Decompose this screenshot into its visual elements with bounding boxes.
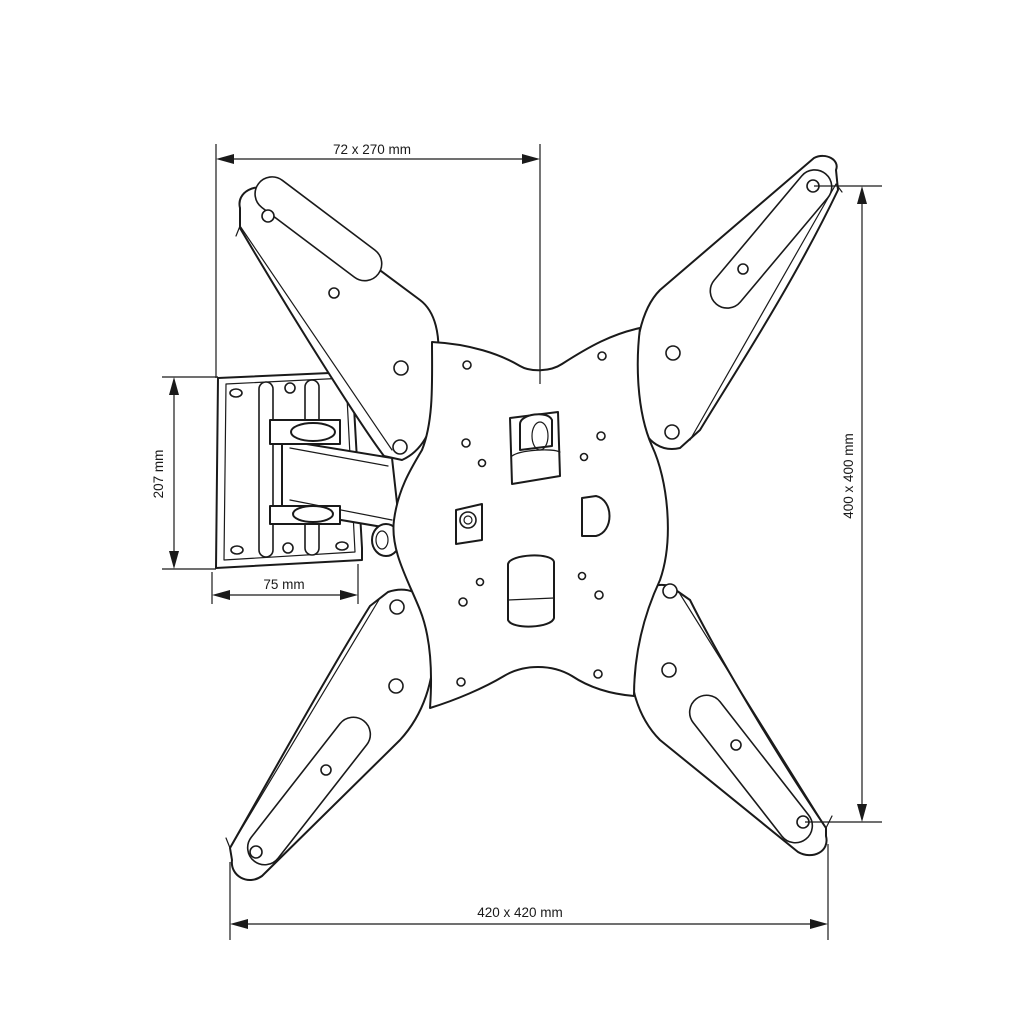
vesa-arm-upper-right xyxy=(634,154,843,450)
vesa-arm-lower-right xyxy=(628,583,833,857)
swing-arm xyxy=(269,419,401,557)
dimension-bottom-width: 420 x 420 mm xyxy=(229,844,829,940)
dimension-wall-plate-height-label: 207 mm xyxy=(151,450,166,499)
dimension-right-height-label: 400 x 400 mm xyxy=(841,433,856,519)
dimension-bottom-width-label: 420 x 420 mm xyxy=(477,905,563,920)
dimension-wall-plate-depth-label: 75 mm xyxy=(263,577,304,592)
dimension-wall-plate-height: 207 mm xyxy=(151,376,218,570)
dimension-right-height: 400 x 400 mm xyxy=(805,185,882,823)
dimension-wall-plate-depth: 75 mm xyxy=(211,564,359,604)
central-mounting-plate xyxy=(392,327,669,709)
vesa-arm-lower-left xyxy=(225,588,435,881)
dimension-top-width-label: 72 x 270 mm xyxy=(333,142,411,157)
dimension-top-width: 72 x 270 mm xyxy=(215,142,541,384)
